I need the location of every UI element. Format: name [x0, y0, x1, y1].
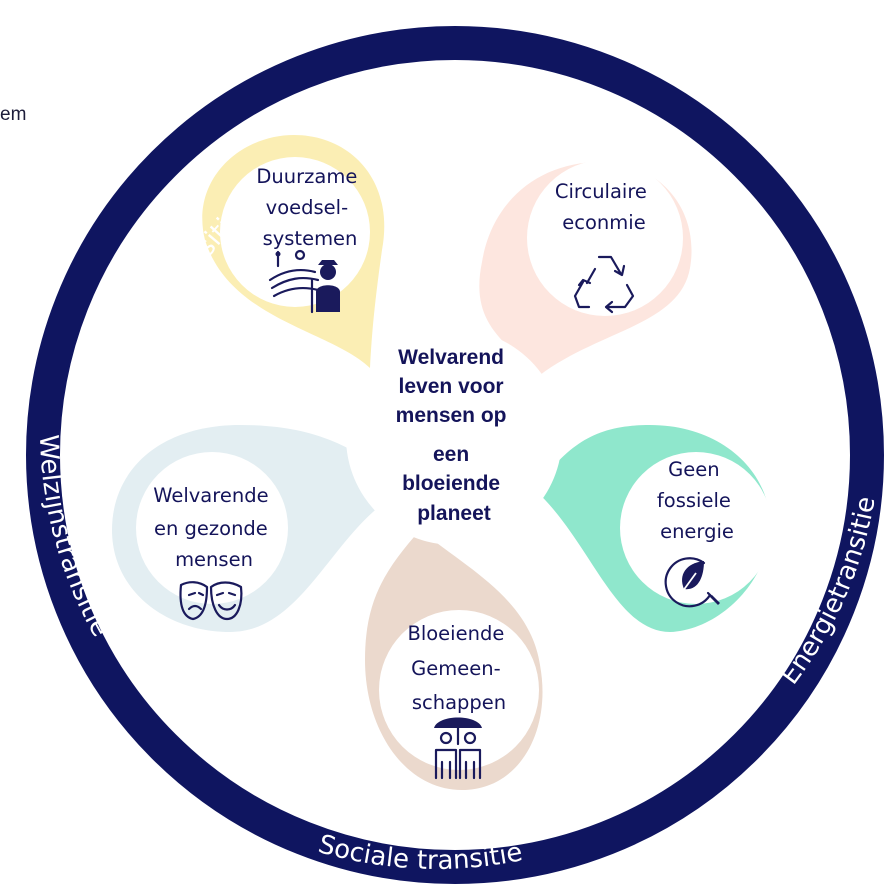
petal-wellbeing[interactable]: [112, 425, 388, 632]
farmer-icon: [268, 249, 340, 314]
petal-wellbeing-label: Welvarende en gezonde mensen: [153, 484, 275, 571]
center-title: Welvarend leven voor mensen op een bloei…: [396, 346, 513, 525]
leaf-plug-icon: [664, 557, 720, 608]
petal-circular-label: Circulaire econmie: [555, 180, 653, 234]
petal-energy[interactable]: [535, 425, 772, 632]
theatre-masks-icon: [179, 581, 243, 621]
outer-ring: [26, 26, 884, 884]
petal-food-label: Duurzame voedsel- systemen: [256, 165, 363, 250]
ring-label-food: Voedseltransitie: [123, 201, 250, 399]
center-circle: [346, 329, 562, 545]
recycle-icon: [573, 255, 635, 314]
petal-energy-label: Geen fossiele energie: [657, 458, 737, 543]
people-umbrella-icon: [434, 717, 482, 780]
petal-community[interactable]: [365, 530, 543, 790]
stray-text: em: [0, 104, 27, 125]
petal-circular[interactable]: [479, 160, 692, 375]
petal-community-label: Bloeiende Gemeen- schappen: [407, 622, 510, 714]
